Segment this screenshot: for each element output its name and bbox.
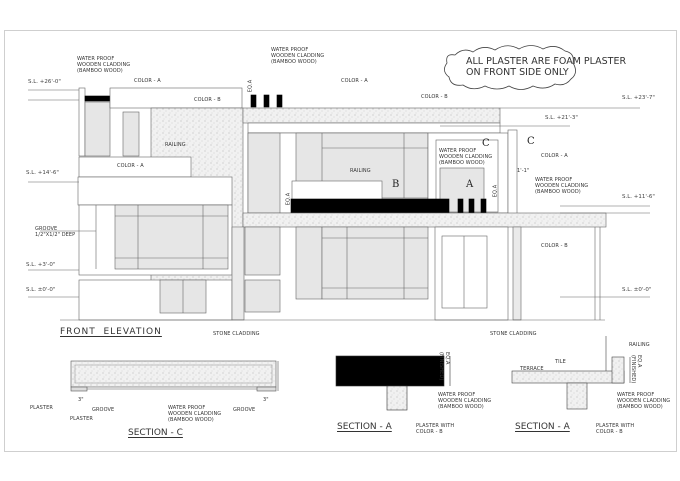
level-marker: S.L. +26'-0" bbox=[28, 79, 61, 85]
railing-label: RAILING bbox=[629, 342, 650, 348]
section-marker-a: A bbox=[466, 179, 474, 190]
color-label: COLOR - B bbox=[541, 243, 568, 249]
color-label: COLOR - B bbox=[194, 97, 221, 103]
plaster-label: PLASTER WITH COLOR - B bbox=[596, 423, 635, 435]
level-marker: S.L. +21'-3" bbox=[545, 115, 578, 121]
drawing-sheet-border bbox=[4, 30, 677, 452]
terrace-label: TERRACE bbox=[520, 366, 544, 372]
railing-label: RAILING bbox=[350, 168, 371, 174]
dimension-label: EQ.A (FINISHED) bbox=[630, 355, 642, 384]
level-marker: S.L. ±0'-0" bbox=[26, 287, 56, 293]
color-label: COLOR - A bbox=[134, 78, 161, 84]
tile-label: TILE bbox=[555, 359, 566, 365]
railing-label: RAILING bbox=[165, 142, 186, 148]
level-marker: S.L. ±0'-0" bbox=[622, 287, 652, 293]
dimension-label: 1'-1" bbox=[517, 168, 530, 174]
cladding-label: WATER PROOF WOODEN CLADDING (BAMBOO WOOD… bbox=[617, 392, 671, 410]
color-label: COLOR - A bbox=[117, 163, 144, 169]
level-marker: S.L. +11'-6" bbox=[622, 194, 655, 200]
groove-label: GROOVE bbox=[233, 407, 256, 413]
level-marker: S.L. +3'-0" bbox=[26, 262, 56, 268]
section-marker-c: C bbox=[527, 136, 535, 147]
dimension-label: EQ.A bbox=[247, 79, 254, 93]
cladding-label: WATER PROOF WOODEN CLADDING (BAMBOO WOOD… bbox=[438, 392, 492, 410]
stone-cladding-label: STONE CLADDING bbox=[490, 331, 537, 337]
dimension-label: EQ.A bbox=[285, 192, 292, 206]
section-c-title: SECTION - C bbox=[128, 428, 183, 438]
plaster-label: PLASTER bbox=[30, 405, 53, 411]
cladding-label: WATER PROOF WOODEN CLADDING (BAMBOO WOOD… bbox=[271, 47, 325, 65]
plaster-label: PLASTER bbox=[70, 416, 93, 422]
foam-plaster-note: ALL PLASTER ARE FOAM PLASTER ON FRONT SI… bbox=[466, 56, 627, 78]
stone-cladding-label: STONE CLADDING bbox=[213, 331, 260, 337]
dimension-label: 3" bbox=[78, 397, 84, 403]
front-elevation-title: FRONT ELEVATION bbox=[60, 327, 162, 337]
color-label: COLOR - B bbox=[421, 94, 448, 100]
cladding-label: WATER PROOF WOODEN CLADDING (BAMBOO WOOD… bbox=[77, 56, 131, 74]
groove-label: GROOVE 1/2"X1/2" DEEP bbox=[35, 226, 76, 238]
level-marker: S.L. +14'-6" bbox=[26, 170, 59, 176]
section-a2-title: SECTION - A bbox=[515, 422, 570, 432]
cladding-label: WATER PROOF WOODEN CLADDING (BAMBOO WOOD… bbox=[168, 405, 222, 423]
plaster-label: PLASTER WITH COLOR - B bbox=[416, 423, 455, 435]
dimension-label: EQ.A bbox=[492, 184, 499, 198]
section-a1-title: SECTION - A bbox=[337, 422, 392, 432]
color-label: COLOR - A bbox=[541, 153, 568, 159]
groove-label: GROOVE bbox=[92, 407, 115, 413]
dimension-label: 3" bbox=[263, 397, 269, 403]
level-marker: S.L. +23'-7" bbox=[622, 95, 655, 101]
section-marker-b: B bbox=[392, 179, 400, 190]
section-marker-c: C bbox=[482, 138, 490, 149]
cladding-label: WATER PROOF WOODEN CLADDING (BAMBOO WOOD… bbox=[535, 177, 589, 195]
dimension-label: EQ.A (FINISHED) bbox=[438, 352, 450, 381]
cladding-label: WATER PROOF WOODEN CLADDING (BAMBOO WOOD… bbox=[439, 148, 493, 166]
color-label: COLOR - A bbox=[341, 78, 368, 84]
